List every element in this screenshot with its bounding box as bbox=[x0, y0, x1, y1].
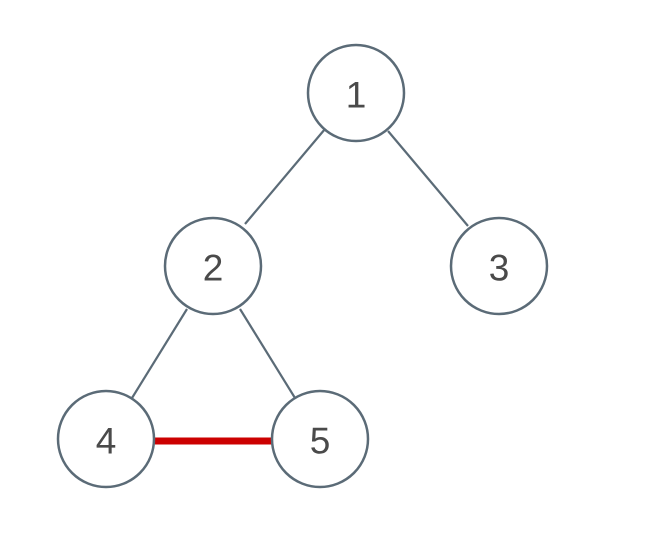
node-3-circle bbox=[449, 216, 549, 316]
node-2-label: 2 bbox=[203, 248, 224, 289]
node-4: 4 bbox=[56, 389, 156, 489]
node-5-circle bbox=[270, 389, 370, 489]
edges-layer bbox=[131, 128, 469, 445]
node-2: 2 bbox=[163, 216, 263, 316]
edge-2-4 bbox=[131, 308, 188, 399]
edge-1-3 bbox=[387, 130, 469, 227]
node-2-circle bbox=[163, 216, 263, 316]
node-3: 3 bbox=[449, 216, 549, 316]
node-1-label: 1 bbox=[346, 75, 367, 116]
node-1: 1 bbox=[306, 43, 406, 143]
node-1-circle bbox=[306, 43, 406, 143]
node-4-circle bbox=[56, 389, 156, 489]
node-3-label: 3 bbox=[489, 248, 510, 289]
node-4-label: 4 bbox=[96, 421, 117, 462]
edge-2-5 bbox=[239, 308, 296, 399]
node-5-label: 5 bbox=[310, 421, 331, 462]
node-5: 5 bbox=[270, 389, 370, 489]
edge-1-2 bbox=[244, 128, 326, 225]
